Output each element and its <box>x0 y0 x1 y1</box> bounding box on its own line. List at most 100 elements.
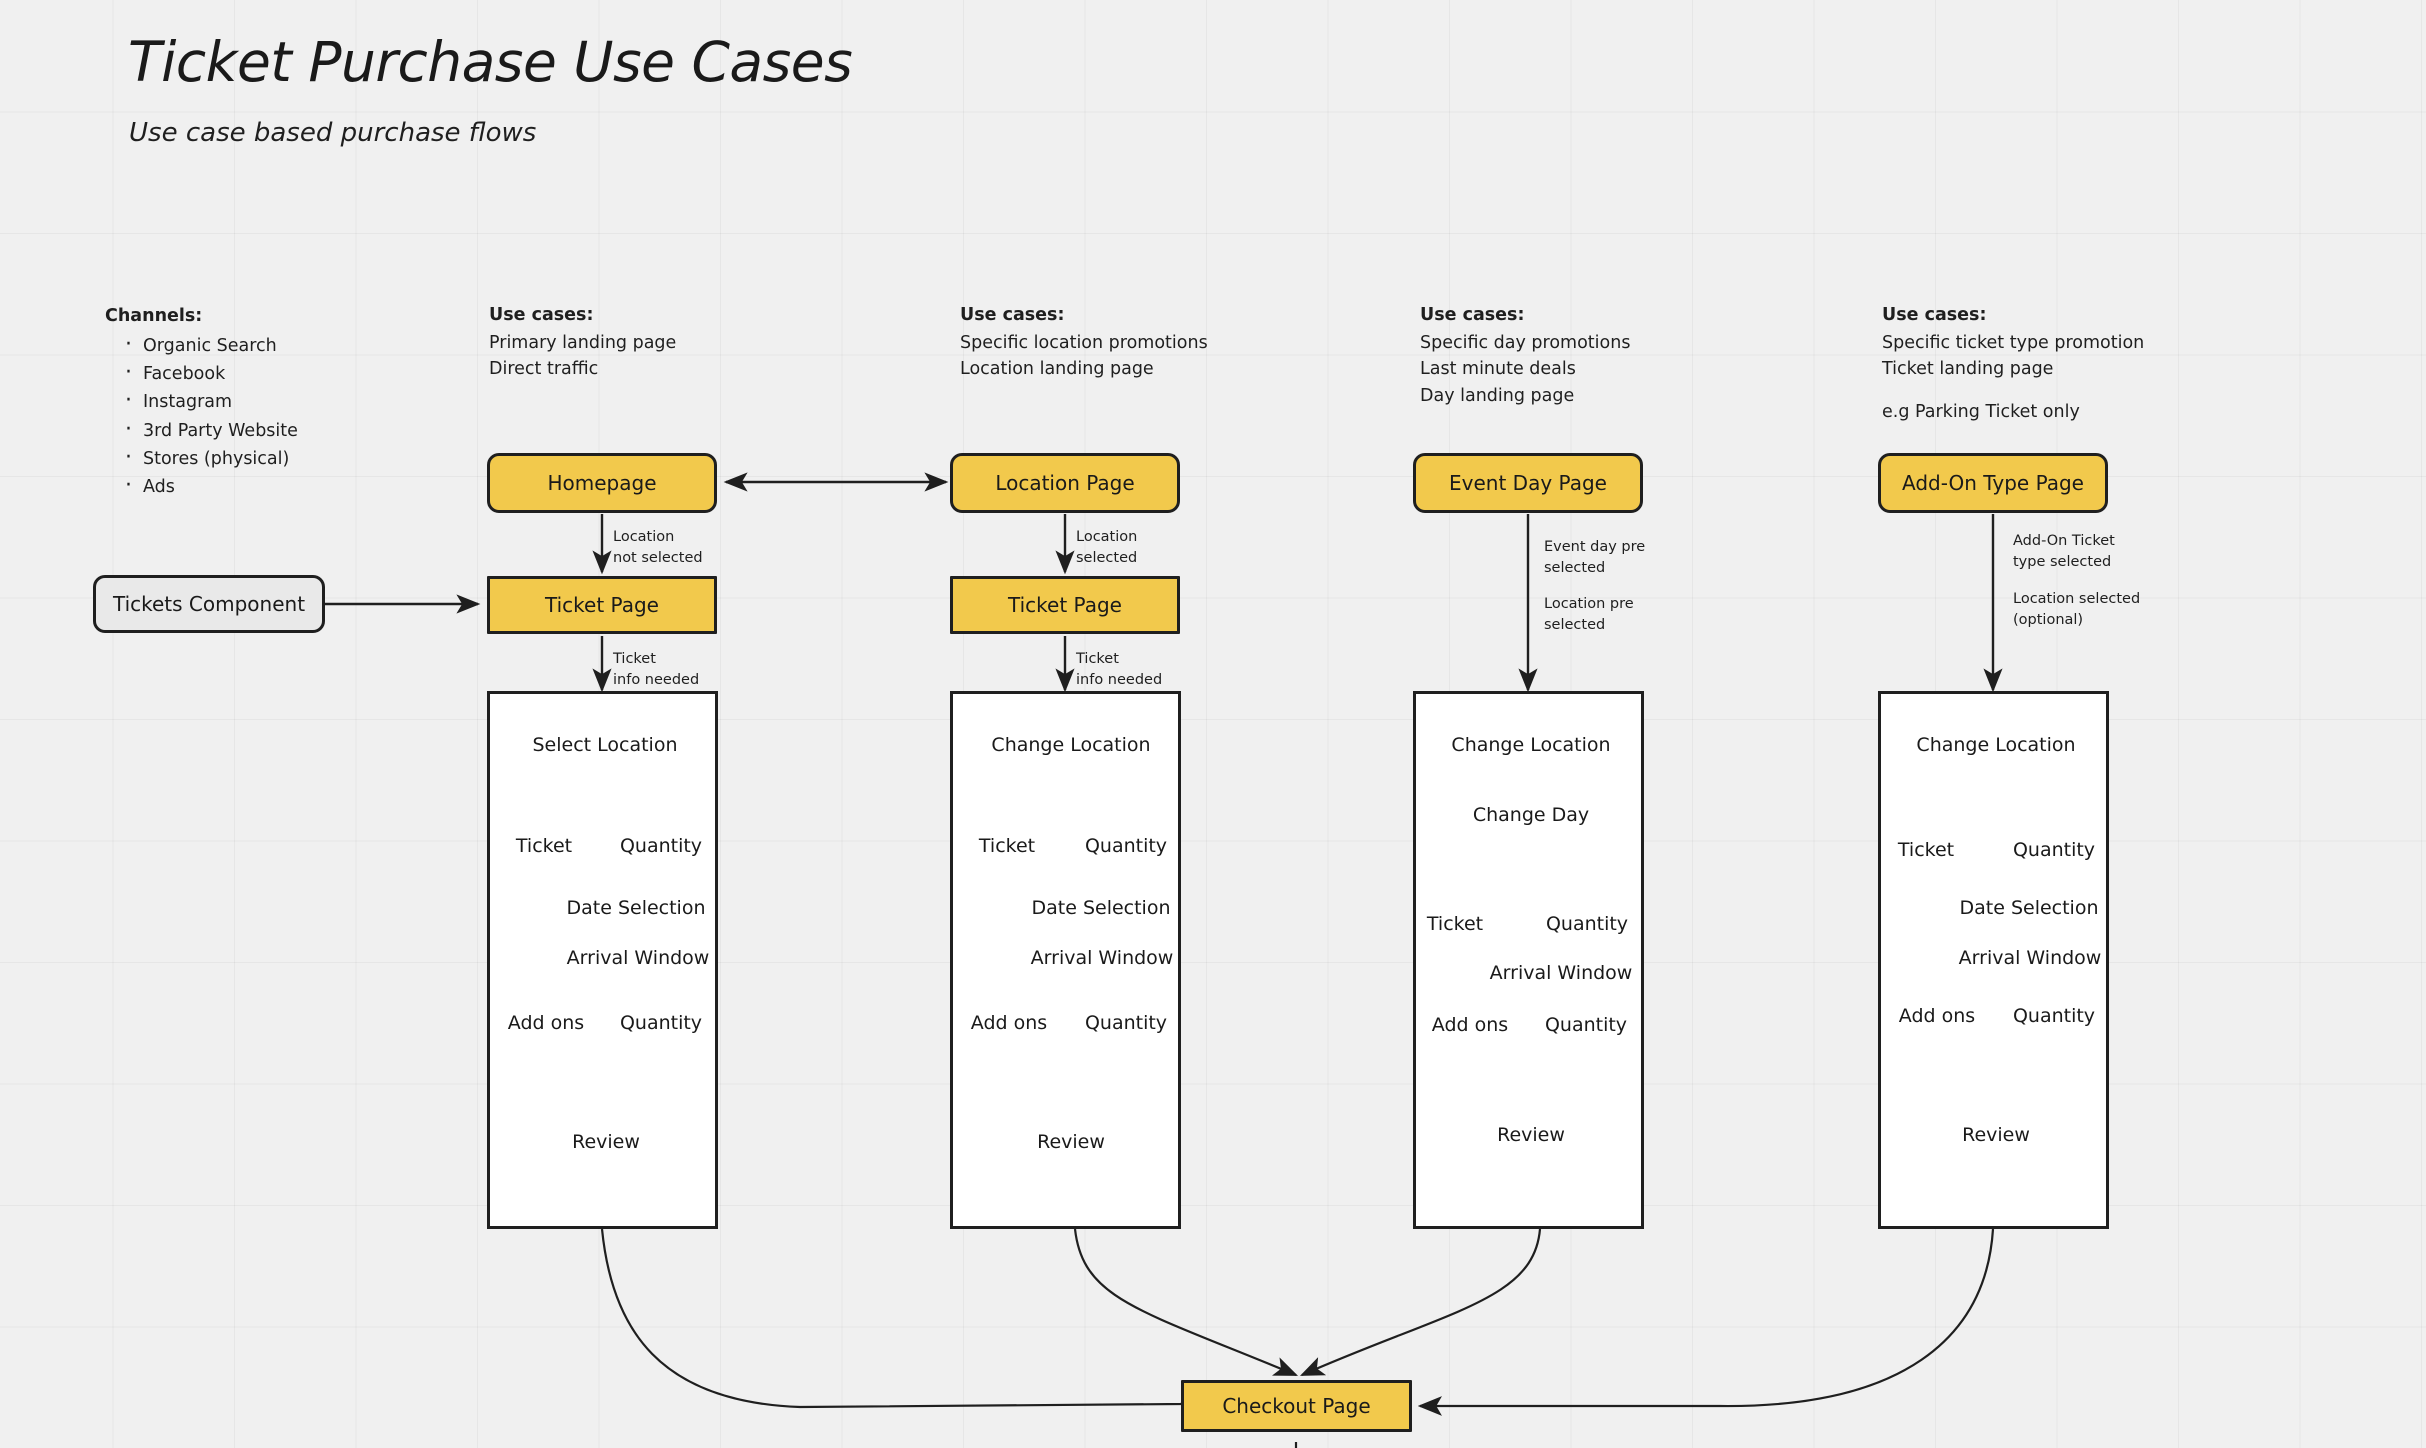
edge-label-line: Location <box>613 529 675 545</box>
flow-panel-col4: Change Location Ticket Quantity Date Sel… <box>1878 691 2109 1229</box>
usecases-note-col4: Use cases: Specific ticket type promotio… <box>1882 302 2144 425</box>
usecases-line: Last minute deals <box>1420 359 1576 380</box>
usecases-note-col1: Use cases: Primary landing page Direct t… <box>489 302 676 383</box>
usecases-note-col3: Use cases: Specific day promotions Last … <box>1420 302 1630 409</box>
node-label: Checkout Page <box>1222 1394 1371 1418</box>
page-subtitle: Use case based purchase flows <box>129 118 537 148</box>
channels-note: Channels: Organic Search Facebook Instag… <box>105 303 298 504</box>
edge-label-line: Ticket <box>1076 651 1119 667</box>
edge-label-line: not selected <box>613 549 703 566</box>
edge-label-line: info needed <box>613 671 700 688</box>
step-add-ons: Add ons <box>970 1012 1048 1034</box>
usecases-line: Specific ticket type promotion <box>1882 332 2145 353</box>
node-add-on-type-page[interactable]: Add-On Type Page <box>1878 453 2108 513</box>
step-arrival-window: Arrival Window <box>1030 947 1174 969</box>
list-item: Instagram <box>123 383 298 419</box>
edge-label-line: (optional) <box>2013 611 2084 628</box>
step-change-location: Change Location <box>1451 734 1611 756</box>
step-review: Review <box>572 1131 640 1153</box>
edge-label-line: info needed <box>1076 671 1163 688</box>
edge-label-line: selected <box>1544 559 1606 576</box>
step-ticket: Ticket <box>1426 913 1484 935</box>
edge-label-line: Add-On Ticket <box>2013 533 2115 549</box>
usecases-heading: Use cases: <box>489 305 594 325</box>
list-item: Organic Search <box>123 327 298 363</box>
node-ticket-page-col1[interactable]: Ticket Page <box>487 576 717 634</box>
edge-label-line: Event day pre <box>1544 539 1646 555</box>
edge-label-col1-mid: Ticket info needed <box>613 649 699 690</box>
edge-label-line: Location pre <box>1544 596 1634 612</box>
edge-label-line: Location selected <box>2013 591 2141 607</box>
usecases-line: Day landing page <box>1420 385 1575 406</box>
page-title: Ticket Purchase Use Cases <box>128 30 853 94</box>
step-change-location: Change Location <box>991 734 1151 756</box>
node-label: Ticket Page <box>545 593 659 617</box>
edge-label-line: selected <box>1076 549 1138 566</box>
step-arrival-window: Arrival Window <box>1958 947 2102 969</box>
usecases-heading: Use cases: <box>1882 305 1987 325</box>
flow-panel-col3: Change Location Change Day Ticket Quanti… <box>1413 691 1644 1229</box>
step-select-location: Select Location <box>532 734 678 756</box>
step-date-selection: Date Selection <box>1031 897 1171 919</box>
node-checkout-page[interactable]: Checkout Page <box>1181 1380 1412 1432</box>
node-ticket-page-col2[interactable]: Ticket Page <box>950 576 1180 634</box>
edge-label-col2-mid: Ticket info needed <box>1076 649 1162 690</box>
usecases-heading: Use cases: <box>960 305 1065 325</box>
node-label: Homepage <box>547 471 657 495</box>
step-date-selection: Date Selection <box>566 897 706 919</box>
step-quantity: Quantity <box>619 835 703 857</box>
step-arrival-window: Arrival Window <box>1489 962 1633 984</box>
node-label: Event Day Page <box>1449 471 1607 495</box>
usecases-line: Specific location promotions <box>960 332 1208 353</box>
step-arrival-window: Arrival Window <box>566 947 710 969</box>
step-add-ons: Add ons <box>507 1012 585 1034</box>
list-item: Ads <box>123 468 298 504</box>
node-location-page[interactable]: Location Page <box>950 453 1180 513</box>
step-ticket: Ticket <box>515 835 573 857</box>
step-ticket: Ticket <box>978 835 1036 857</box>
channels-list: Organic Search Facebook Instagram 3rd Pa… <box>123 327 298 504</box>
step-change-day: Change Day <box>1472 804 1590 826</box>
step-quantity: Quantity <box>1084 1012 1168 1034</box>
step-quantity: Quantity <box>1084 835 1168 857</box>
edge-label-col3-mid: Location pre selected <box>1544 594 1634 635</box>
step-review: Review <box>1037 1131 1105 1153</box>
usecases-extra: e.g Parking Ticket only <box>1882 401 2080 422</box>
usecases-heading: Use cases: <box>1420 305 1525 325</box>
edge-label-col1-top: Location not selected <box>613 527 703 568</box>
node-label: Add-On Type Page <box>1902 471 2084 495</box>
node-label: Ticket Page <box>1008 593 1122 617</box>
edge-label-line: Ticket <box>613 651 656 667</box>
step-add-ons: Add ons <box>1431 1014 1509 1036</box>
edge-label-col2-top: Location selected <box>1076 527 1137 568</box>
list-item: 3rd Party Website <box>123 412 298 448</box>
usecases-line: Primary landing page <box>489 332 677 353</box>
step-review: Review <box>1497 1124 1565 1146</box>
usecases-line: Specific day promotions <box>1420 332 1631 353</box>
step-quantity: Quantity <box>2012 1005 2096 1027</box>
node-homepage[interactable]: Homepage <box>487 453 717 513</box>
usecases-line: Ticket landing page <box>1882 359 2054 380</box>
edge-label-line: selected <box>1544 616 1606 633</box>
edge-label-col3-top: Event day pre selected <box>1544 537 1645 578</box>
step-quantity: Quantity <box>1544 1014 1628 1036</box>
step-add-ons: Add ons <box>1898 1005 1976 1027</box>
node-label: Tickets Component <box>112 592 306 616</box>
edge-label-line: type selected <box>2013 553 2112 570</box>
step-quantity: Quantity <box>1545 913 1629 935</box>
edge-label-col4-mid: Location selected (optional) <box>2013 589 2140 630</box>
channels-heading: Channels: <box>105 306 203 326</box>
step-quantity: Quantity <box>2012 839 2096 861</box>
flow-panel-col2: Change Location Ticket Quantity Date Sel… <box>950 691 1181 1229</box>
list-item: Facebook <box>123 355 298 391</box>
step-date-selection: Date Selection <box>1959 897 2099 919</box>
usecases-line: Location landing page <box>960 359 1154 380</box>
node-event-day-page[interactable]: Event Day Page <box>1413 453 1643 513</box>
step-review: Review <box>1962 1124 2030 1146</box>
node-tickets-component[interactable]: Tickets Component <box>93 575 325 633</box>
edge-label-line: Location <box>1076 529 1138 545</box>
usecases-note-col2: Use cases: Specific location promotions … <box>960 302 1208 383</box>
step-quantity: Quantity <box>619 1012 703 1034</box>
list-item: Stores (physical) <box>123 440 298 476</box>
